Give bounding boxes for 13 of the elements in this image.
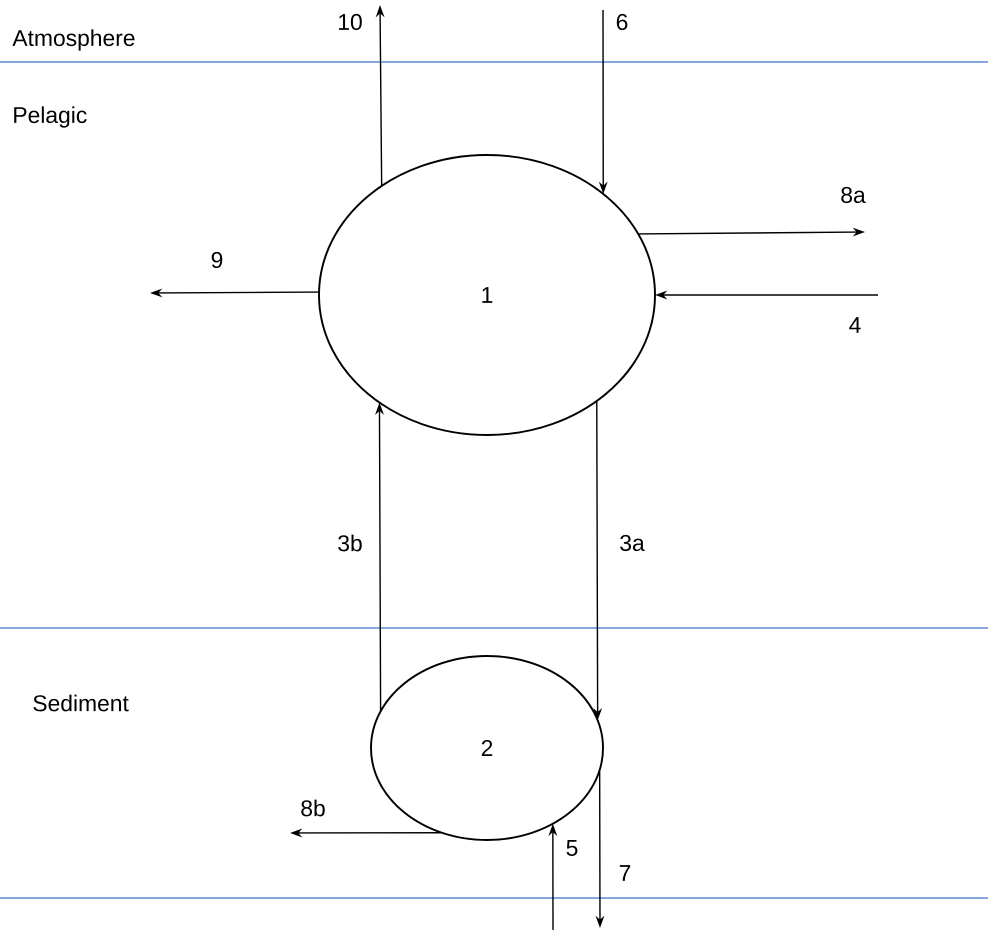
edge-label: 6 xyxy=(616,14,628,30)
zone-label: Atmosphere xyxy=(12,29,134,51)
edge-label: 4 xyxy=(849,317,861,333)
edge-label: 10 xyxy=(339,14,362,30)
edge-label: 3b xyxy=(338,534,362,552)
edge-label: 3a xyxy=(620,534,645,552)
edge-label: 9 xyxy=(212,252,222,268)
zone-label: Pelagic xyxy=(14,106,87,128)
edge-label: 7 xyxy=(620,865,630,881)
edge-label: 8b xyxy=(301,800,325,816)
zone-label: Sediment xyxy=(33,694,129,712)
edge-label: 8a xyxy=(841,186,866,204)
edge-label: 5 xyxy=(566,840,578,856)
